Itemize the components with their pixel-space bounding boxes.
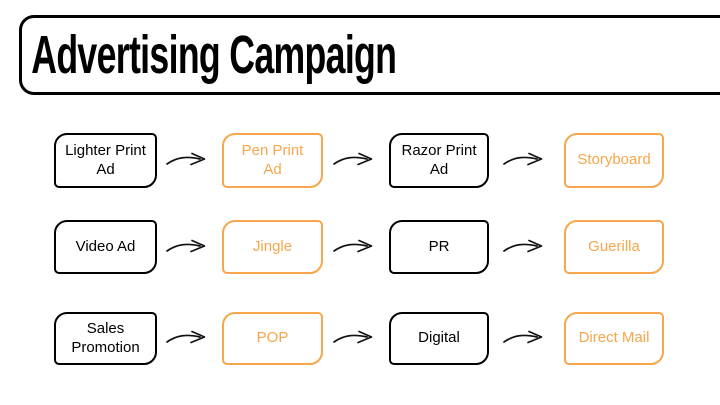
flow-box-label: Lighter Print Ad [65,141,146,178]
flow-box-label: Pen Print Ad [241,141,304,178]
flow-box-sales-promotion: Sales Promotion [54,312,157,365]
flow-box-label: PR [428,237,450,255]
flow-box-guerilla: Guerilla [564,220,664,274]
flow-box-label: Sales Promotion [71,319,140,356]
flow-box-direct-mail: Direct Mail [564,312,664,365]
curved-right-arrow-icon [332,236,380,258]
flow-box-digital: Digital [389,312,489,365]
flow-box-pr: PR [389,220,489,274]
curved-right-arrow-icon [165,236,213,258]
flow-box-razor-print-ad: Razor Print Ad [389,133,489,188]
flow-box-label: Jingle [252,237,293,255]
flow-box-lighter-print-ad: Lighter Print Ad [54,133,157,188]
curved-right-arrow-icon [502,327,550,349]
flow-box-pen-print-ad: Pen Print Ad [222,133,323,188]
curved-right-arrow-icon [502,149,550,171]
flow-box-jingle: Jingle [222,220,323,274]
flow-box-label: Direct Mail [578,329,650,347]
curved-right-arrow-icon [165,149,213,171]
flow-box-label: Video Ad [75,237,136,255]
flow-box-label: Digital [418,329,460,347]
flow-box-label: POP [256,329,289,347]
flow-box-label: Guerilla [588,237,640,255]
curved-right-arrow-icon [502,236,550,258]
curved-right-arrow-icon [165,327,213,349]
flow-box-label: Razor Print Ad [401,141,477,178]
curved-right-arrow-icon [332,149,380,171]
page-title: Advertising Campaign [31,25,397,85]
flow-box-label: Storyboard [577,151,651,169]
flow-box-storyboard: Storyboard [564,133,664,188]
flow-box-video-ad: Video Ad [54,220,157,274]
flow-box-pop: POP [222,312,323,365]
title-banner: Advertising Campaign [19,15,720,95]
curved-right-arrow-icon [332,327,380,349]
